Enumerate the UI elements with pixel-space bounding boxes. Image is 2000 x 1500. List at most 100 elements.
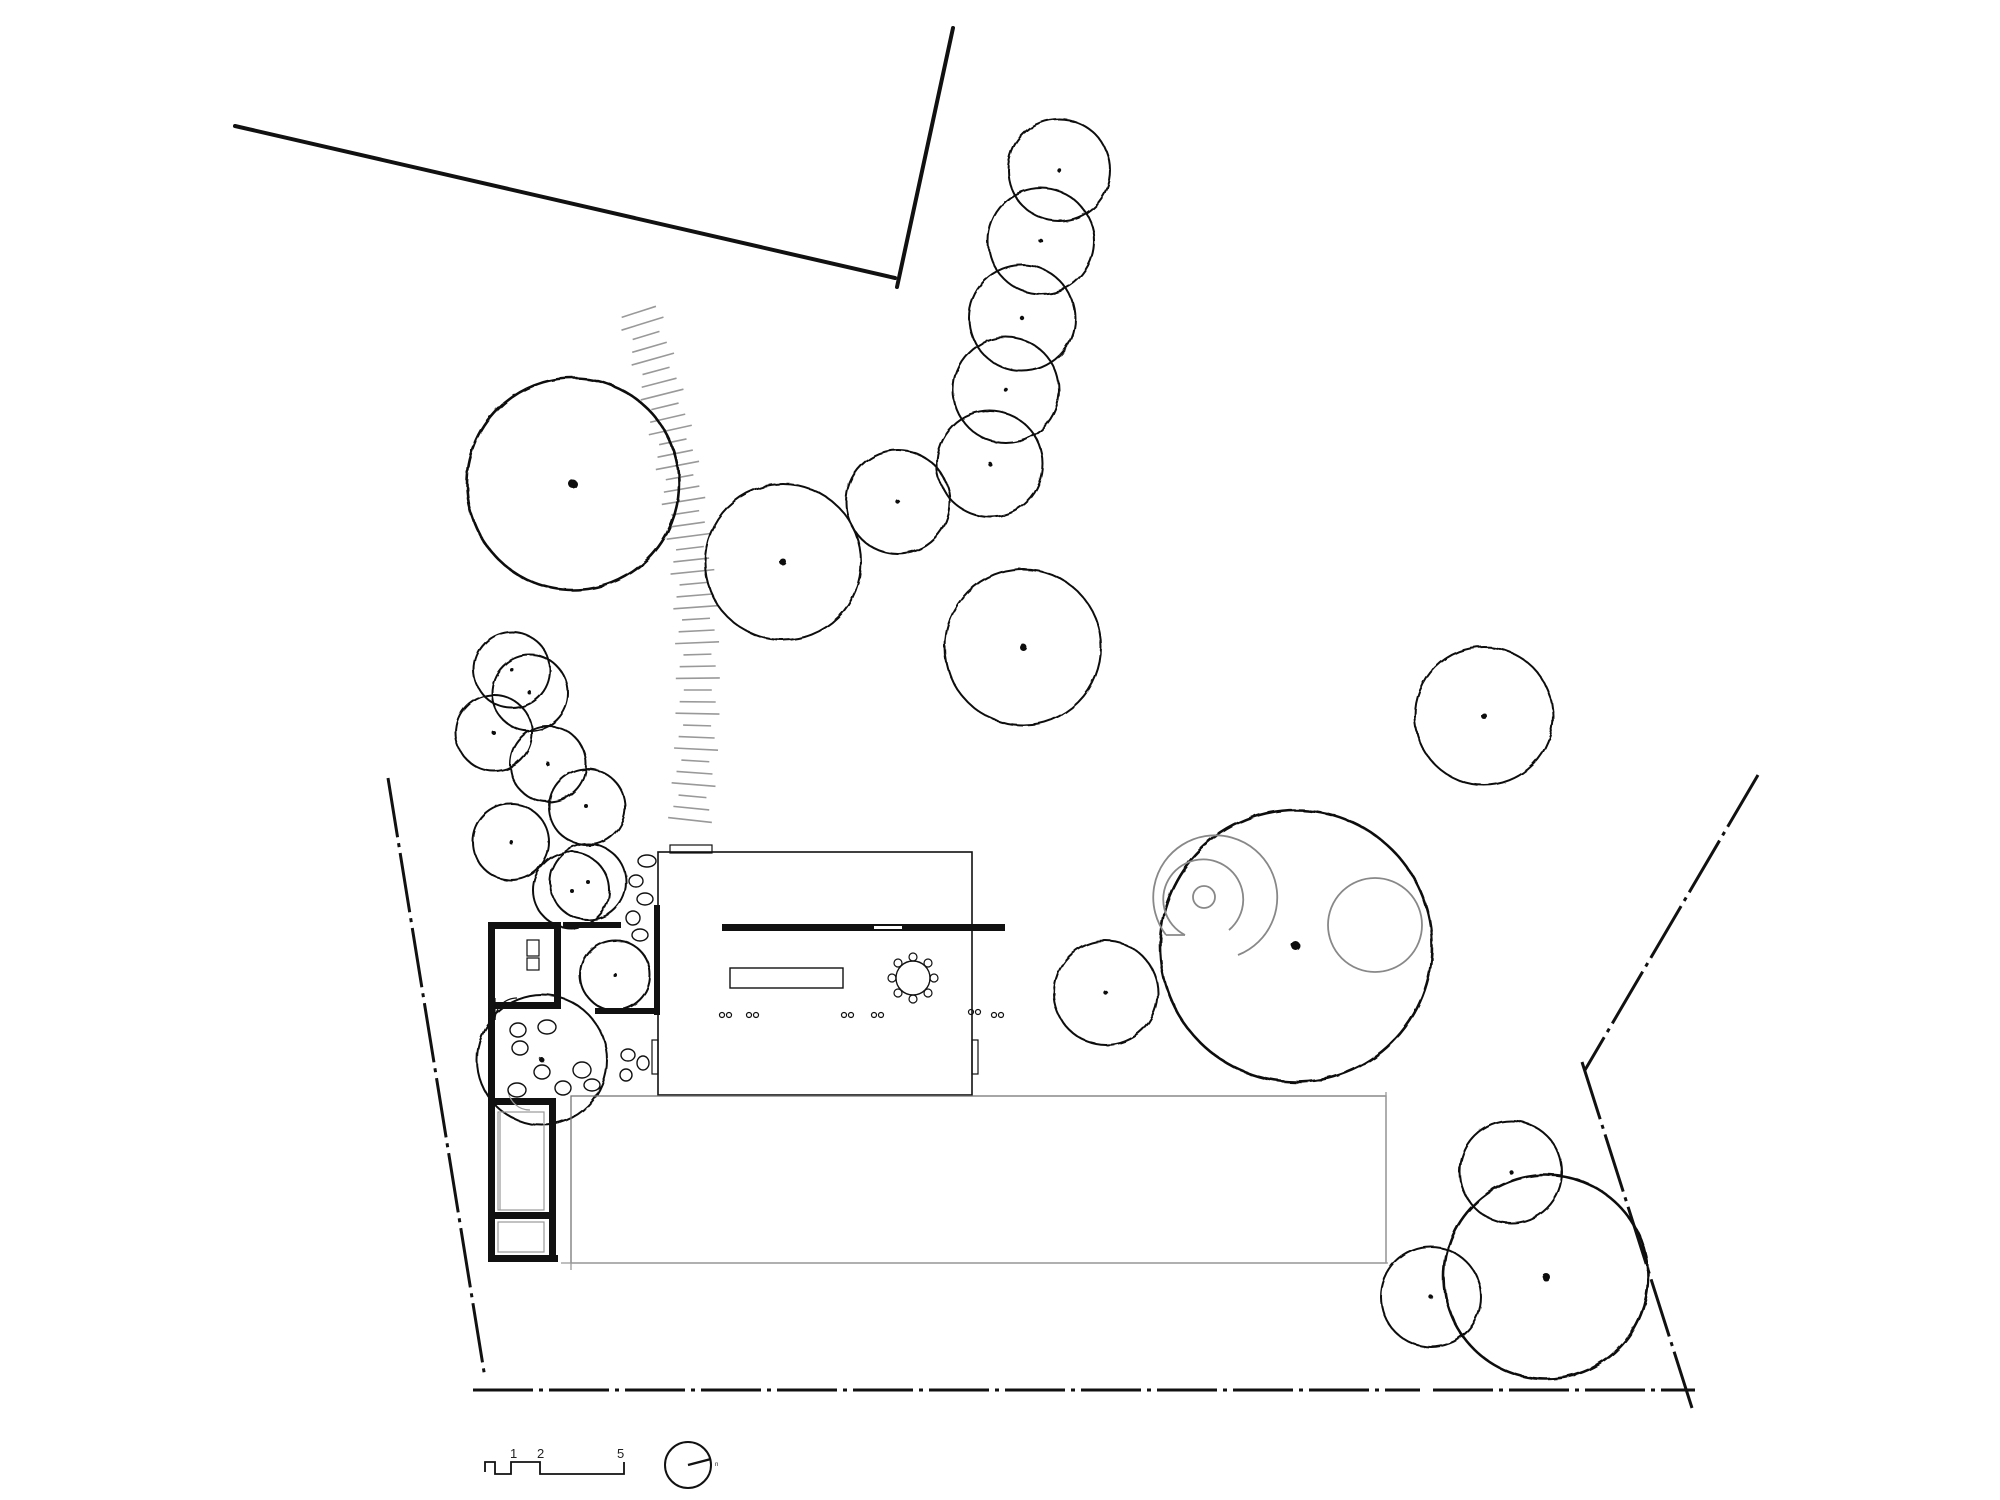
stepping-stone (511, 1040, 529, 1056)
north-arrow-icon: n (664, 1441, 718, 1489)
hatch-tick (642, 366, 670, 376)
hatch-tick (641, 377, 677, 389)
tree-trunk (1019, 315, 1025, 321)
stepping-stone (537, 1019, 557, 1035)
stepping-stone (507, 1082, 527, 1098)
stepping-stones (507, 854, 657, 1098)
tree-canopy (936, 410, 1044, 518)
hatch-tick (676, 770, 713, 775)
tree-trunk (895, 499, 901, 505)
stepping-stone (620, 1048, 636, 1062)
hatch-tick (658, 438, 687, 446)
tree-canopy (1053, 940, 1159, 1046)
tree-canopy (1158, 808, 1434, 1084)
hatch-tick (632, 341, 668, 354)
stepping-stone (533, 1064, 551, 1080)
hatch-tick (678, 629, 715, 633)
service-wing-details (494, 939, 545, 1253)
hatch-tick (683, 724, 712, 727)
tree-trunk (1542, 1273, 1550, 1281)
tree-canopy (509, 725, 587, 803)
hatch-tick (681, 759, 710, 763)
garden-rings (1152, 834, 1423, 973)
north-label: n (715, 1462, 718, 1468)
hatch-tick (668, 816, 712, 824)
hatch-tick (675, 712, 720, 715)
scale-label-1: 1 (510, 1446, 517, 1461)
tree-trunk (1508, 1169, 1514, 1175)
hatch-tick (632, 330, 660, 341)
main-pavilion (651, 844, 1005, 1096)
dining-chairs (887, 952, 939, 1004)
tree-canopy (944, 568, 1102, 726)
east-property-line-lower (1580, 1061, 1694, 1409)
tree-trunk (1019, 643, 1027, 651)
service-wing (488, 905, 660, 1262)
hatch-tick (669, 521, 705, 528)
hatch-tick (640, 388, 684, 401)
stepping-stone (509, 1022, 527, 1038)
hatch-tick (681, 617, 711, 621)
tree-trunk (613, 973, 617, 977)
hatch-tick (651, 402, 679, 411)
tree-trunk (569, 888, 573, 892)
hatch-tick (666, 532, 711, 541)
stepping-stone (583, 1078, 601, 1092)
west-property-line (386, 777, 487, 1379)
hatch-tick (676, 593, 713, 598)
pool-outline (570, 1095, 1387, 1264)
tree-canopy (1442, 1173, 1650, 1381)
tree-trunk (509, 840, 513, 844)
tree-canopy (1380, 1246, 1482, 1348)
hatch-tick (678, 735, 715, 739)
tree-trunk (1481, 713, 1487, 719)
tree-canopy (465, 376, 681, 592)
hatch-tick (675, 641, 720, 645)
stepping-stone (619, 1068, 633, 1082)
tree-canopy (952, 336, 1060, 444)
tree-canopy (455, 694, 533, 772)
stepping-stone (554, 1080, 572, 1096)
stepping-stone (636, 892, 654, 906)
tree-trunk (1003, 387, 1009, 393)
tree-trunk (539, 1057, 545, 1063)
tree-trunk (779, 558, 787, 566)
hatch-tick (649, 413, 686, 424)
trees (455, 118, 1650, 1381)
hatch-tick (679, 665, 716, 668)
tree-canopy (473, 631, 551, 709)
scale-label-5: 5 (617, 1446, 624, 1461)
hatch-tick (679, 581, 708, 586)
hatch-tick (670, 568, 715, 575)
tree-trunk (492, 731, 496, 735)
hatch-tick (621, 316, 664, 331)
tree-trunk (1056, 167, 1062, 173)
tree-canopy (987, 187, 1095, 295)
stepping-stone (637, 854, 657, 868)
tree-canopy (476, 994, 608, 1126)
hatch-tick (671, 781, 716, 788)
scale-label-2: 2 (537, 1446, 544, 1461)
stepping-stone (631, 928, 649, 942)
pavilion-columns (718, 1008, 1005, 1019)
north-boundary-wall (233, 26, 955, 289)
hatch-tick (675, 545, 704, 551)
tree-canopy (704, 483, 862, 641)
stepping-stone (625, 910, 641, 926)
hatch-tick (621, 305, 657, 319)
tree-canopy (968, 264, 1076, 372)
pavilion-chimney (669, 844, 713, 854)
tree-canopy (845, 449, 951, 555)
stepping-stone (636, 1055, 650, 1071)
hatch-tick (631, 352, 675, 366)
stepping-stone (628, 874, 644, 888)
tree-trunk (987, 461, 993, 467)
hatch-tick (648, 424, 692, 436)
property-lines (386, 774, 1760, 1409)
tree-canopy (1414, 646, 1554, 786)
hatch-tick (671, 509, 700, 516)
pavilion-beam-wall (722, 924, 1005, 931)
east-property-line-upper (1583, 774, 1760, 1071)
pool-terrace (561, 1092, 1388, 1270)
